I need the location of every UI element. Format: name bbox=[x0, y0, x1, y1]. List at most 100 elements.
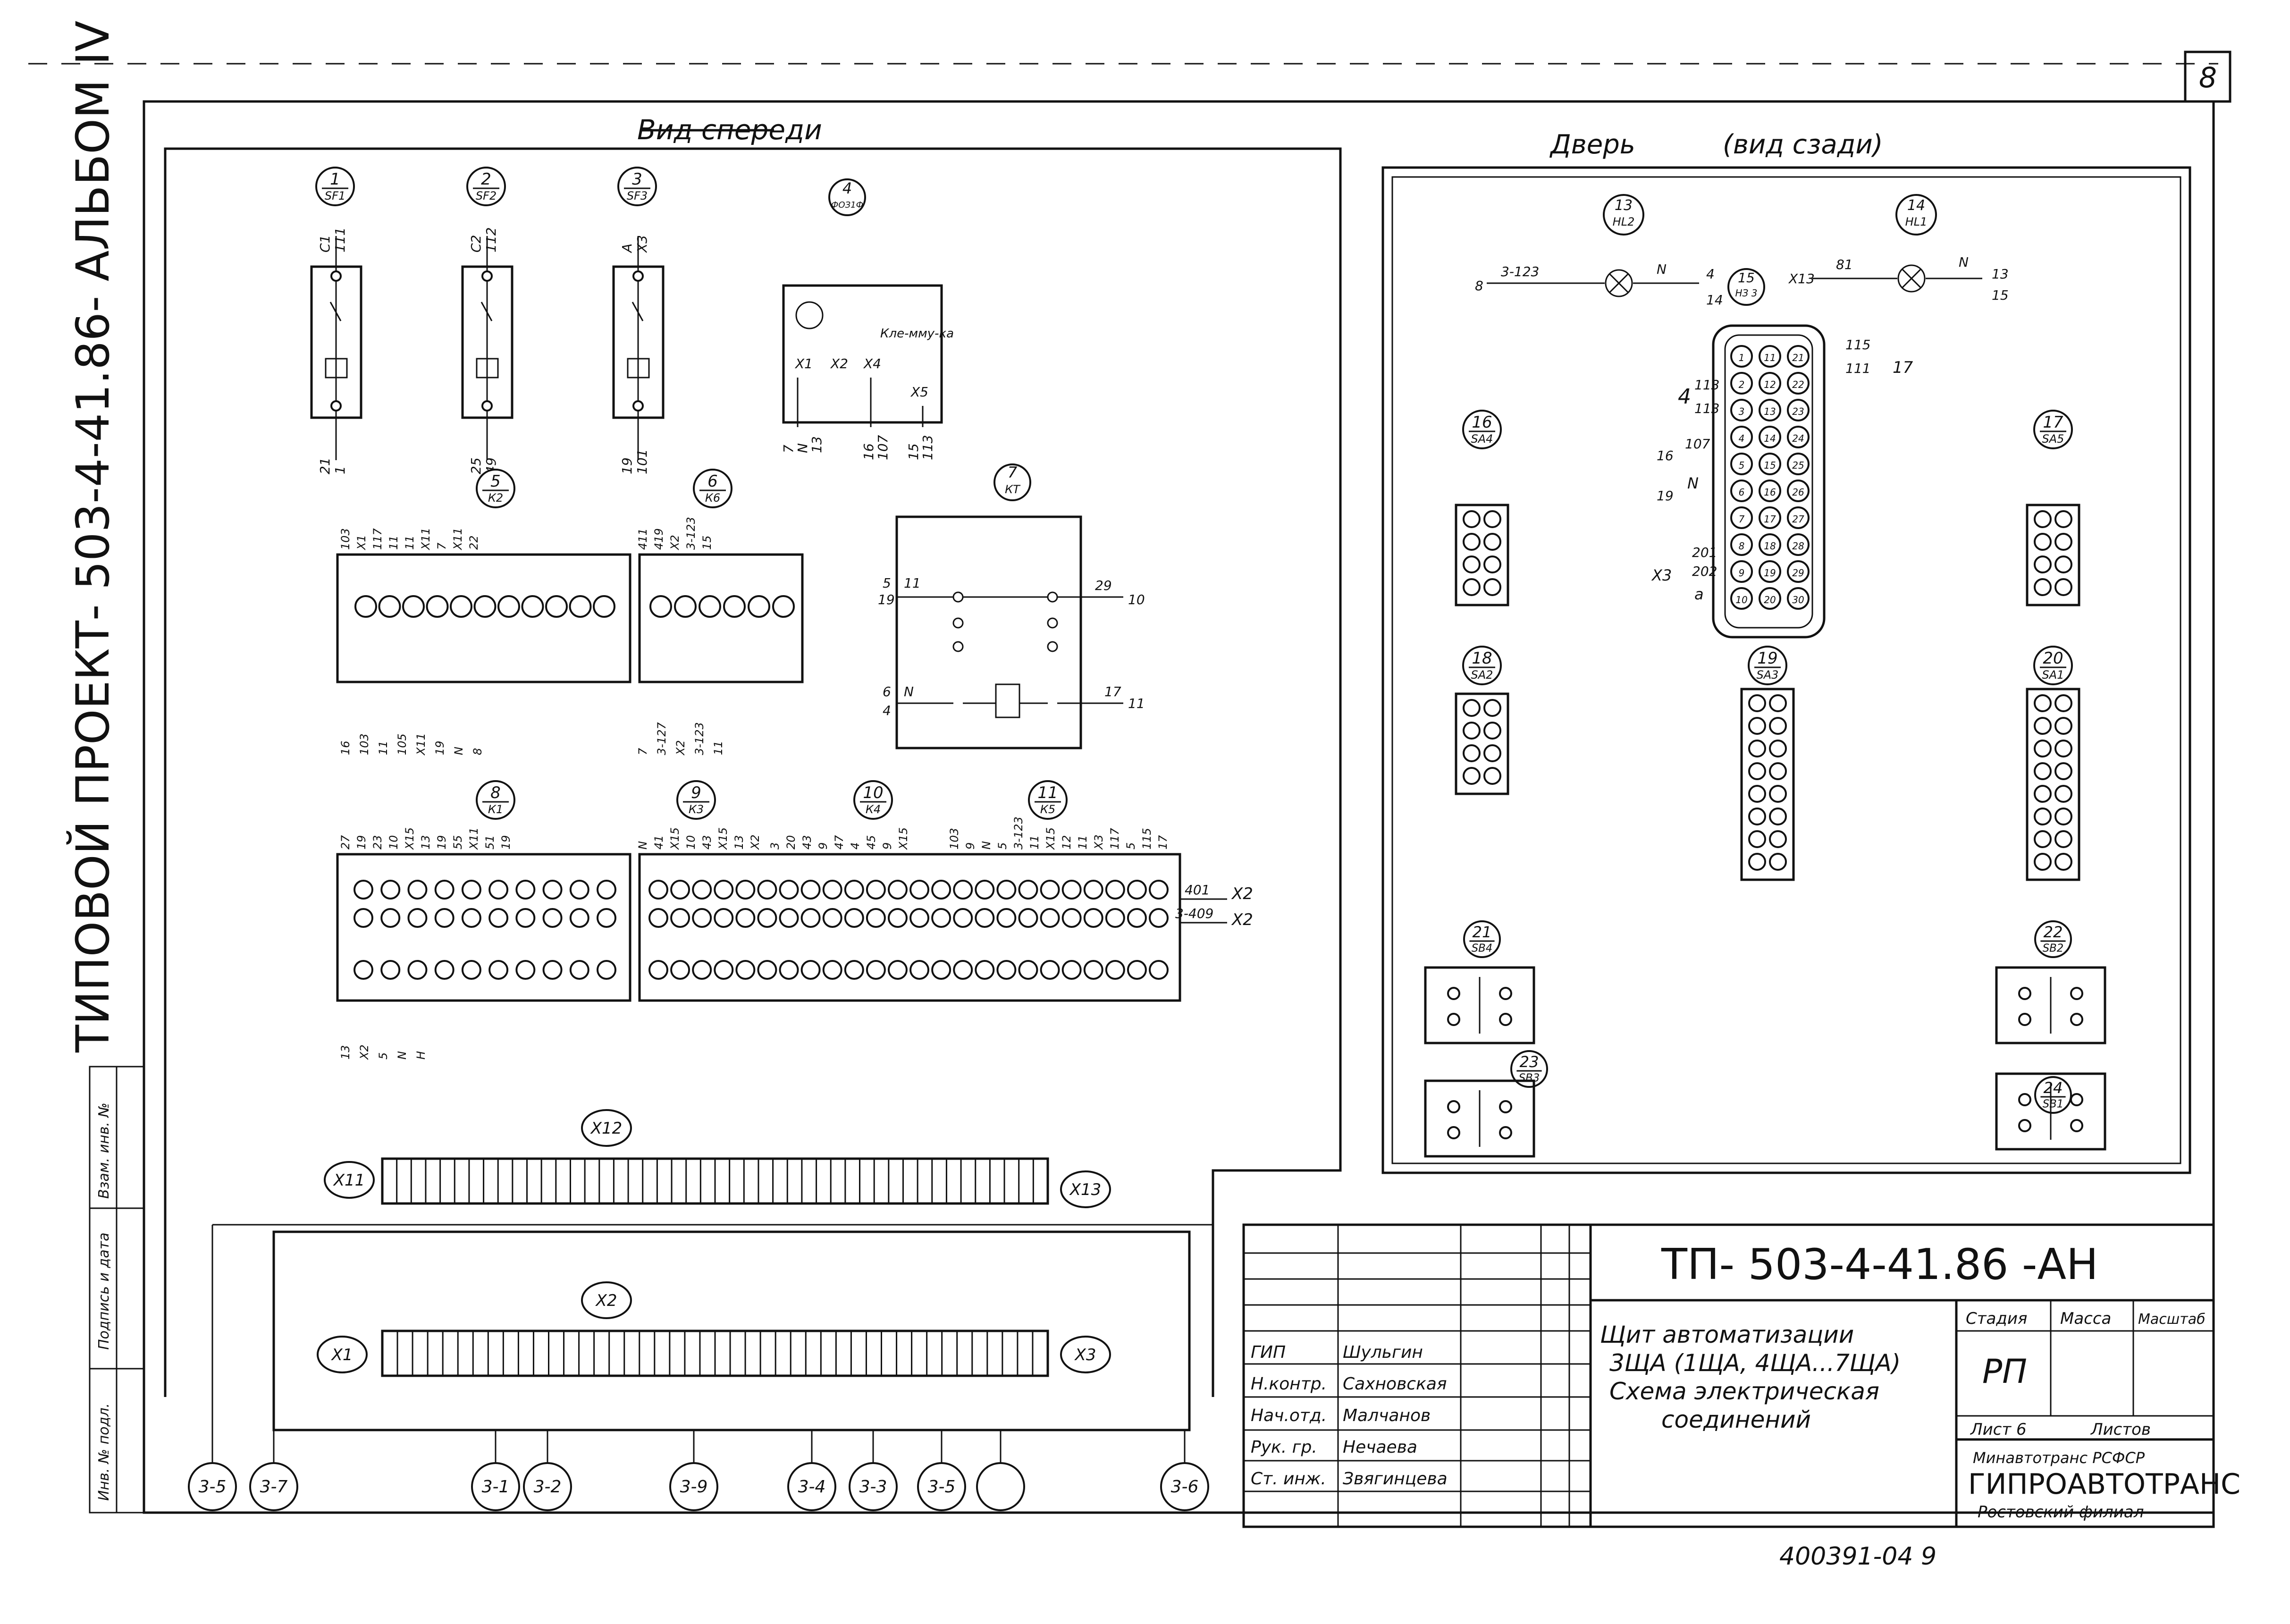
relay-wire: 4 bbox=[849, 842, 862, 850]
meter-wire: 113 bbox=[920, 435, 935, 460]
connector-pin-num: 3 bbox=[1739, 406, 1745, 417]
relay-terminal bbox=[378, 595, 401, 618]
switch-contact bbox=[2034, 555, 2052, 573]
timer-wire: 11 bbox=[1128, 696, 1145, 711]
connector-pin-num: 18 bbox=[1764, 540, 1776, 552]
relay-out-wires: 401 Х2 3-409 Х2 bbox=[1175, 882, 1253, 929]
switch-body bbox=[1455, 504, 1509, 606]
relay-tag-ref: К6 bbox=[705, 491, 720, 505]
connector-pin-num: 4 bbox=[1739, 433, 1745, 444]
relay-tag-circle bbox=[853, 780, 893, 820]
switch-body bbox=[2026, 504, 2080, 606]
button-contact bbox=[2018, 1093, 2031, 1106]
relay-wire: Х1 bbox=[355, 535, 368, 551]
relay-wire: 3-127 bbox=[655, 722, 668, 755]
switch-contact bbox=[1483, 767, 1501, 785]
meter-wire: 15 bbox=[906, 443, 921, 460]
button-body bbox=[1424, 966, 1535, 1044]
relay-wire: 19 bbox=[499, 835, 513, 850]
switch-contact bbox=[2054, 694, 2072, 712]
relay-terminal bbox=[735, 908, 756, 928]
relay-terminal bbox=[670, 908, 690, 928]
relay-wire: N bbox=[980, 841, 993, 850]
relay-tag-num: 5 bbox=[490, 472, 501, 491]
relay-wire: 23 bbox=[371, 835, 384, 850]
breaker-tag-num: 3 bbox=[632, 170, 642, 189]
relay-wire: 13 bbox=[339, 1045, 352, 1060]
relay-terminal bbox=[975, 908, 995, 928]
relay-wire: Х2 bbox=[674, 740, 687, 756]
meter-wire: 107 bbox=[875, 435, 891, 460]
scale-header: Масштаб bbox=[2138, 1311, 2206, 1328]
connector-pin-num: 10 bbox=[1735, 594, 1747, 606]
connector-pin bbox=[1787, 399, 1810, 421]
switch-contact bbox=[1769, 853, 1787, 871]
relay-terminal bbox=[402, 595, 425, 618]
breaker-tag-circle bbox=[466, 167, 506, 206]
timer-kt: 7 КТ 5 11 19 6 N 4 29 10 17 11 bbox=[878, 463, 1145, 749]
signature-role: Рук. гр. bbox=[1251, 1438, 1317, 1457]
switch-tag-ref: SA4 bbox=[1471, 432, 1493, 446]
switch-contact bbox=[1769, 785, 1787, 803]
lamp-wire: 81 bbox=[1836, 257, 1853, 272]
switch-contact bbox=[1483, 555, 1501, 573]
cable-marker-label: 3-5 bbox=[928, 1477, 956, 1497]
connector-wire: 115 bbox=[1845, 337, 1870, 353]
relay-terminal bbox=[670, 880, 690, 900]
org-branch: Ростовский филиал bbox=[1978, 1503, 2144, 1522]
switch-contact bbox=[1769, 740, 1787, 757]
relay-terminal bbox=[488, 960, 509, 980]
switch-contact bbox=[1748, 717, 1766, 735]
footer-code: 400391-04 9 bbox=[1779, 1542, 1936, 1571]
stage-header: Стадия bbox=[1966, 1309, 2027, 1328]
button-contact bbox=[2070, 1013, 2083, 1026]
relay-terminal bbox=[597, 960, 616, 980]
relay-terminal bbox=[1061, 880, 1082, 900]
breaker-wire: А bbox=[619, 244, 635, 253]
button-contact bbox=[2070, 1093, 2083, 1106]
connector-pin bbox=[1759, 587, 1781, 610]
switch-contact bbox=[1463, 767, 1481, 785]
switch-contact bbox=[1463, 722, 1481, 740]
button-body bbox=[1424, 1079, 1535, 1158]
timer-wire: 29 bbox=[1095, 578, 1112, 593]
relay-terminal bbox=[909, 960, 930, 980]
switch-contact bbox=[2054, 785, 2072, 803]
relay-terminal bbox=[473, 595, 497, 618]
org-ministry: Минавтотранс РСФСР bbox=[1973, 1449, 2145, 1467]
breaker-wire: 19 bbox=[619, 457, 635, 474]
relay-wire: 10 bbox=[387, 835, 400, 850]
lamp-wire: 3-123 bbox=[1501, 264, 1539, 279]
relay-terminal bbox=[649, 595, 672, 618]
switch-contact bbox=[1748, 762, 1766, 780]
connector-num: 15 bbox=[1738, 270, 1755, 286]
connector-pin-num: 1 bbox=[1739, 352, 1745, 363]
switch-contact bbox=[1769, 830, 1787, 848]
relay-terminal bbox=[887, 908, 908, 928]
sheets-label: Листов bbox=[2090, 1420, 2151, 1439]
connector-pin-num: 25 bbox=[1792, 460, 1804, 471]
relay-terminal bbox=[931, 960, 951, 980]
lamp-hl1: 14 HL1 Х13 81 N 13 15 bbox=[1788, 194, 2009, 303]
relay-terminal bbox=[648, 960, 668, 980]
connector-pin bbox=[1759, 372, 1781, 395]
connector-ref: НЗ 3 bbox=[1735, 287, 1758, 299]
relay-terminal bbox=[996, 880, 1017, 900]
relay-wire: 19 bbox=[355, 835, 368, 850]
button-contact bbox=[2018, 1119, 2031, 1132]
switch-tag-num: 20 bbox=[2043, 649, 2063, 668]
relay-terminal bbox=[748, 595, 770, 618]
switch-tag-ref: SA5 bbox=[2042, 432, 2064, 446]
relay-wire: 11 bbox=[377, 740, 390, 755]
breaker-contact bbox=[631, 302, 644, 321]
lamp-wire: 14 bbox=[1706, 292, 1723, 308]
strip-label-oval bbox=[581, 1109, 632, 1147]
button-contact bbox=[1499, 1013, 1512, 1026]
relay-terminal bbox=[887, 880, 908, 900]
relay-terminal bbox=[488, 908, 509, 928]
meter-ref: ФОЗ1Ф bbox=[831, 200, 863, 210]
signature-name: Шульгин bbox=[1343, 1343, 1423, 1362]
relay-terminal bbox=[407, 880, 428, 900]
